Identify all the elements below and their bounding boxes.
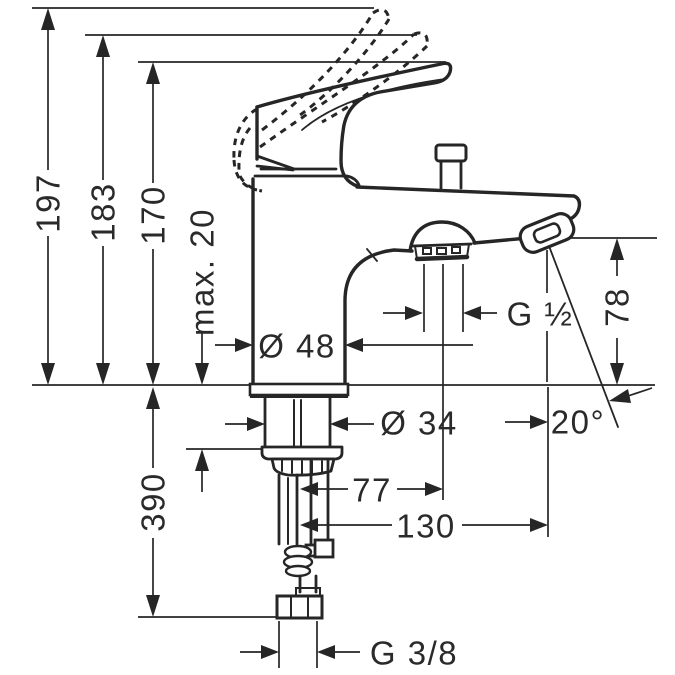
base-plate	[248, 382, 350, 398]
label-spout-reach: 77	[352, 472, 392, 509]
faucet-dashed-handle-positions	[232, 8, 429, 193]
faucet-outline	[248, 61, 582, 620]
outlet-axis-line	[548, 245, 619, 428]
mounting-flange	[260, 445, 344, 477]
reference-lines	[32, 7, 657, 668]
handle-crease-line	[301, 78, 446, 131]
label-spout-thread: G ½	[507, 296, 574, 333]
hose-hex-nut	[275, 594, 324, 620]
label-outlet-reach: 130	[396, 508, 456, 545]
label-outlet-angle: 20°	[551, 404, 605, 441]
label-height-170: 170	[135, 185, 172, 245]
label-outlet-height: 78	[599, 287, 636, 327]
dimension-labels: 197 183 170 max. 20 390 78 Ø 48 G ½ Ø 34…	[30, 173, 636, 671]
connection-hoses	[277, 473, 335, 598]
label-deck-thickness: max. 20	[184, 208, 221, 336]
body-top-and-spout-top	[355, 185, 582, 223]
diverter-knob	[434, 143, 468, 190]
shower-outlet-capsule	[518, 212, 576, 254]
label-body-diameter: Ø 48	[258, 328, 336, 365]
dimension-arrows	[41, 8, 631, 659]
body-right-and-spout-underside	[343, 248, 414, 385]
handle-lever	[255, 61, 453, 188]
spout-outlet-dome	[408, 220, 477, 253]
mounting-shank	[263, 395, 332, 450]
label-height-183: 183	[85, 182, 122, 242]
label-shank-diameter: Ø 34	[380, 405, 458, 442]
label-hose-thread: G 3/8	[370, 635, 458, 672]
handle-escutcheon	[253, 167, 361, 187]
aerator-ring	[411, 242, 473, 262]
label-height-197: 197	[30, 173, 67, 233]
label-hose-length: 390	[135, 472, 172, 532]
